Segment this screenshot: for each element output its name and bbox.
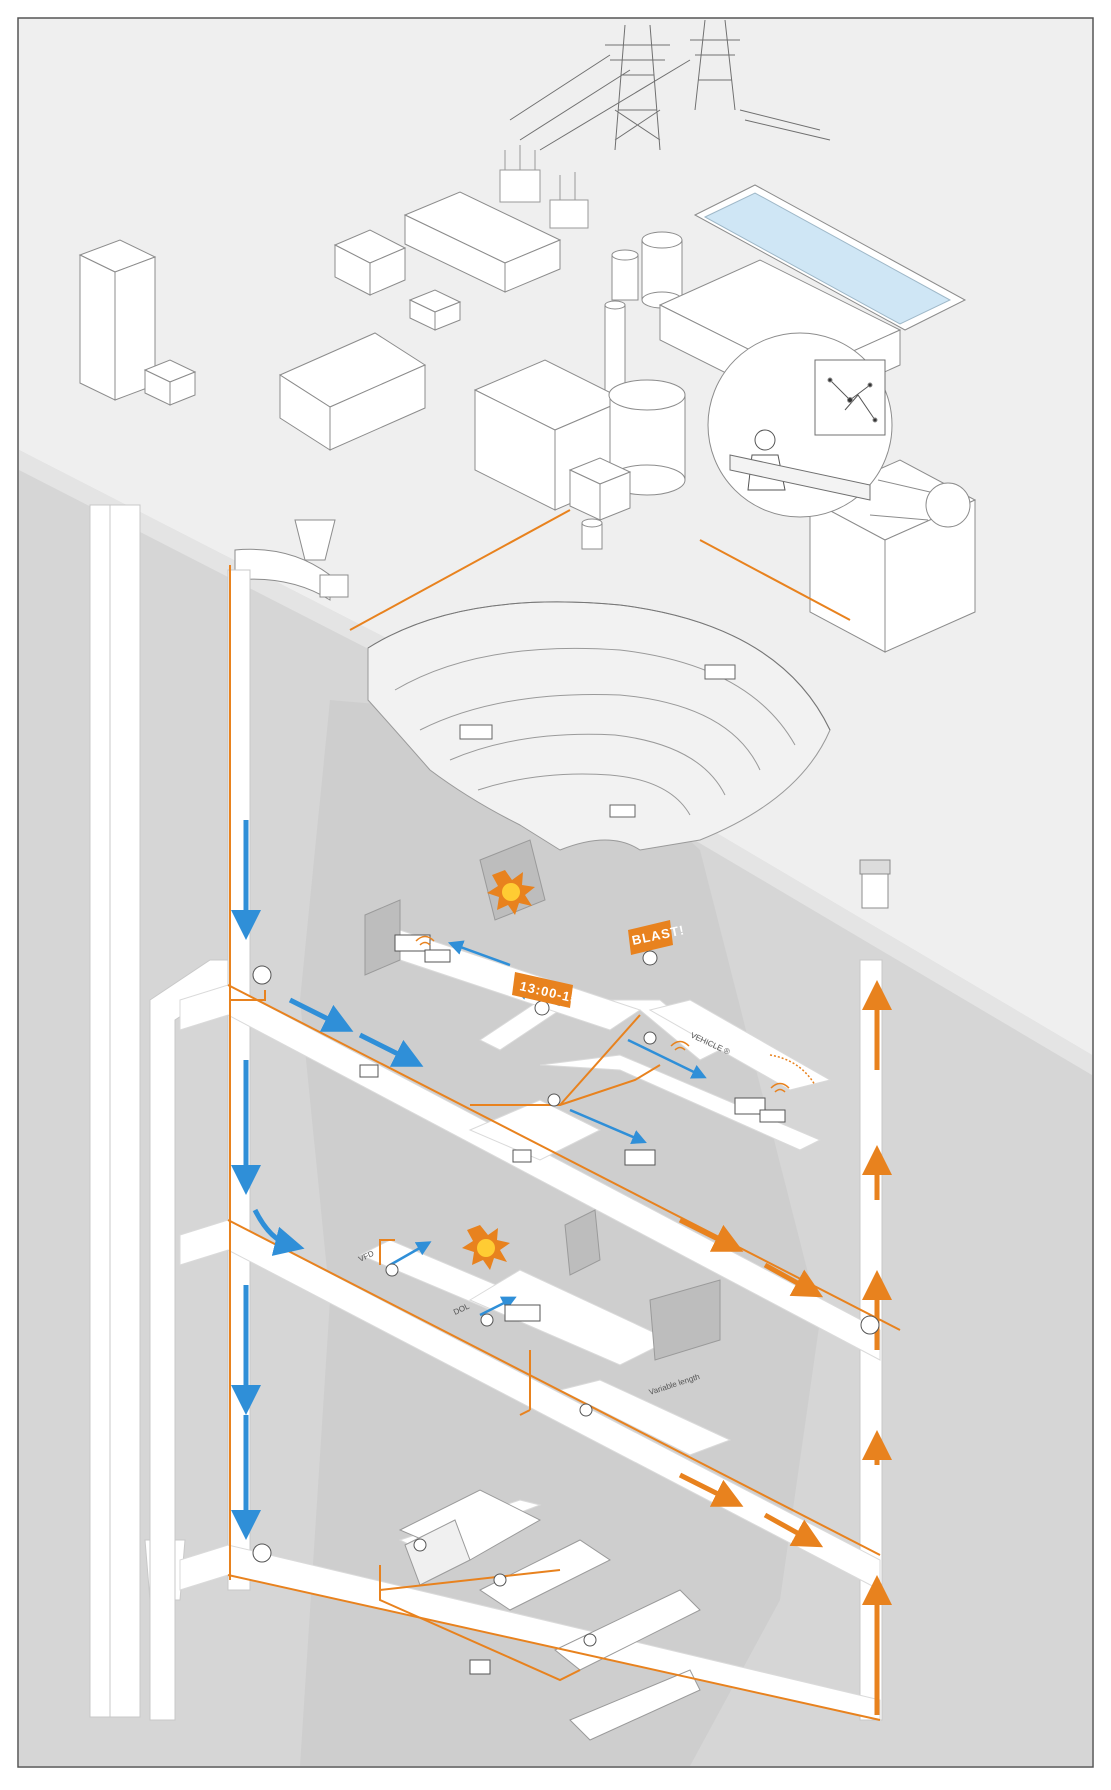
substation-buildings xyxy=(333,191,562,331)
control-room-magnifier-icon xyxy=(707,332,971,528)
surface-facilities xyxy=(78,19,977,653)
silos xyxy=(611,231,683,309)
side-blocks xyxy=(568,457,632,550)
power-pylon-icon xyxy=(509,19,831,151)
transformers xyxy=(499,145,589,229)
chimney xyxy=(604,300,626,411)
mine-vehicle-icon xyxy=(359,934,786,1675)
wifi-signal-icon xyxy=(415,935,816,1093)
control-building xyxy=(808,459,977,653)
water-pond xyxy=(693,184,967,331)
exhaust-raise-head xyxy=(859,859,891,909)
warehouse-building xyxy=(278,332,427,451)
small-box-left xyxy=(143,359,197,406)
fan-icon xyxy=(252,950,880,1647)
power-cables xyxy=(227,509,901,1721)
ventilation-fan-surface xyxy=(234,519,349,601)
mine-vehicle-icon xyxy=(459,664,736,818)
open-pit xyxy=(367,601,831,851)
water-tower xyxy=(78,239,157,401)
explosion-icon xyxy=(462,870,535,1270)
exhaust-air-arrows xyxy=(678,980,892,1715)
underground-storage-halls xyxy=(398,1489,701,1741)
